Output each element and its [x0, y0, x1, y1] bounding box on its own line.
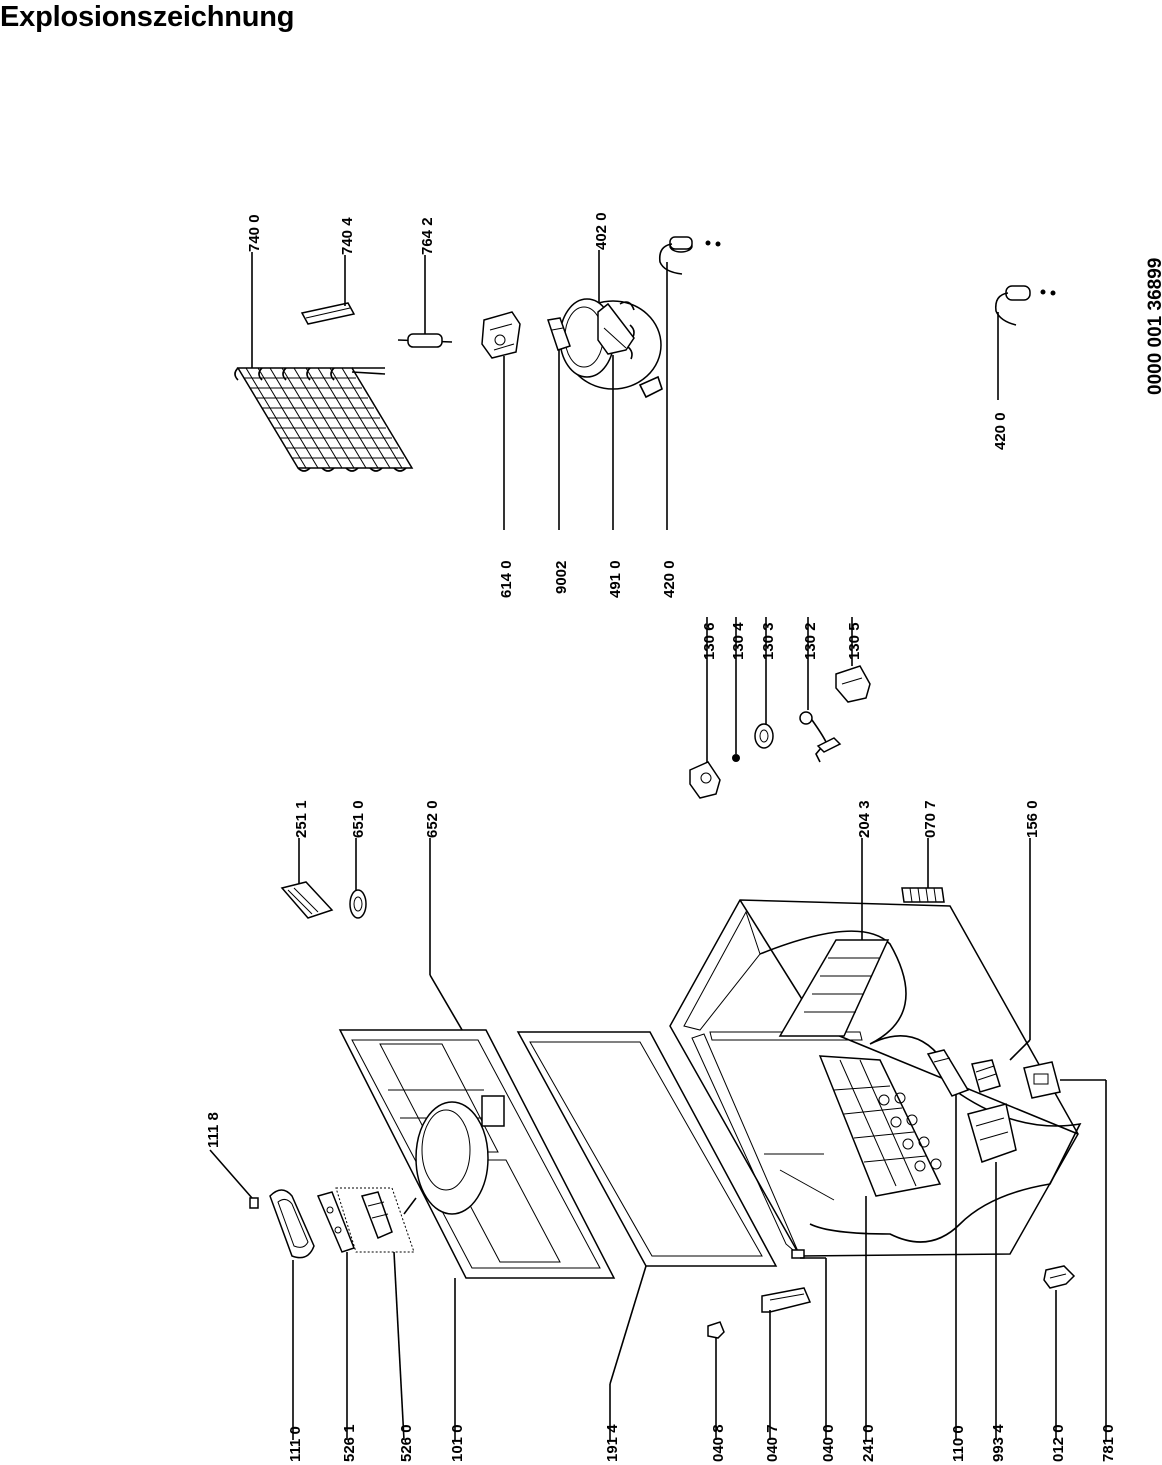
- part-9002: [547, 317, 571, 351]
- plug-0408: [707, 1321, 725, 1339]
- lamp: [349, 889, 367, 919]
- filter-drier: [397, 333, 453, 348]
- lock-assembly: [335, 1187, 415, 1253]
- label-070-7: 070 7: [922, 800, 939, 838]
- label-130-2: 130 2: [802, 622, 819, 660]
- label-993-4: 993 4: [990, 1424, 1007, 1462]
- handle: [269, 1189, 315, 1259]
- leader-1118: [209, 1149, 253, 1199]
- leader-0400: [800, 1257, 827, 1440]
- hinge: [1043, 1265, 1076, 1289]
- label-9002: 9002: [553, 561, 570, 594]
- label-130-3: 130 3: [760, 622, 777, 660]
- label-204-3: 204 3: [856, 800, 873, 838]
- label-040-8: 040 8: [710, 1424, 727, 1462]
- capacitor-a: [658, 236, 721, 275]
- thermostat-bracket: [835, 665, 871, 703]
- vent-grille: [971, 1059, 1001, 1093]
- hinge-cover: [761, 1287, 812, 1313]
- thermostat: [799, 711, 842, 763]
- leader-5260: [393, 1197, 417, 1441]
- label-526-1: 526 1: [341, 1424, 358, 1462]
- document-number: 0000 001 36899: [1145, 258, 1162, 395]
- label-491-0: 491 0: [607, 560, 624, 598]
- basket-part: [926, 1049, 970, 1097]
- diagram-title: Explosionszeichnung: [0, 1, 295, 33]
- label-101-0: 101 0: [449, 1424, 466, 1462]
- screw-1118: [249, 1197, 259, 1209]
- label-040-7: 040 7: [764, 1424, 781, 1462]
- label-130-6: 130 6: [701, 622, 718, 660]
- label-526-0: 526 0: [398, 1424, 415, 1462]
- label-781-0: 781 0: [1100, 1424, 1117, 1462]
- thermostat-housing: [689, 761, 721, 799]
- label-241-0: 241 0: [860, 1424, 877, 1462]
- condenser-coil: [234, 367, 414, 472]
- label-156-0: 156 0: [1024, 800, 1041, 838]
- label-111-0: 111 0: [287, 1426, 304, 1462]
- leader-7810: [1060, 1079, 1107, 1440]
- leader-1914: [609, 1265, 647, 1440]
- label-040-0: 040 0: [820, 1424, 837, 1462]
- thermostat-knob: [754, 723, 774, 749]
- lock: [316, 1191, 355, 1253]
- label-111-8: 111 8: [205, 1112, 222, 1148]
- label-740-0: 740 0: [246, 214, 263, 252]
- label-130-4: 130 4: [730, 622, 747, 660]
- label-740-4: 740 4: [339, 217, 356, 255]
- lid: [338, 1029, 616, 1279]
- label-191-4: 191 4: [604, 1424, 621, 1462]
- label-251-1: 251 1: [293, 800, 310, 838]
- relay-block: [481, 311, 521, 359]
- drain-part: [967, 1103, 1017, 1163]
- label-764-2: 764 2: [419, 217, 436, 255]
- foot: [1023, 1061, 1061, 1099]
- label-420-0-b: 420 0: [992, 412, 1009, 450]
- label-402-0: 402 0: [593, 212, 610, 250]
- thermostat-screw: [732, 754, 740, 762]
- grille: [901, 887, 945, 903]
- label-651-0: 651 0: [350, 800, 367, 838]
- leader-1560: [1009, 838, 1031, 1061]
- protector-cover: [597, 302, 635, 355]
- condenser-bracket: [300, 302, 356, 325]
- label-420-0-a: 420 0: [661, 560, 678, 598]
- label-130-5: 130 5: [846, 622, 863, 660]
- capacitor-b: [994, 285, 1056, 326]
- door-gasket: [516, 1031, 778, 1267]
- part-2511: [280, 881, 334, 919]
- label-012-0: 012 0: [1050, 1424, 1067, 1462]
- label-652-0: 652 0: [424, 800, 441, 838]
- label-110-0: 110 0: [950, 1425, 967, 1462]
- cabinet: [669, 899, 1082, 1259]
- label-614-0: 614 0: [498, 560, 515, 598]
